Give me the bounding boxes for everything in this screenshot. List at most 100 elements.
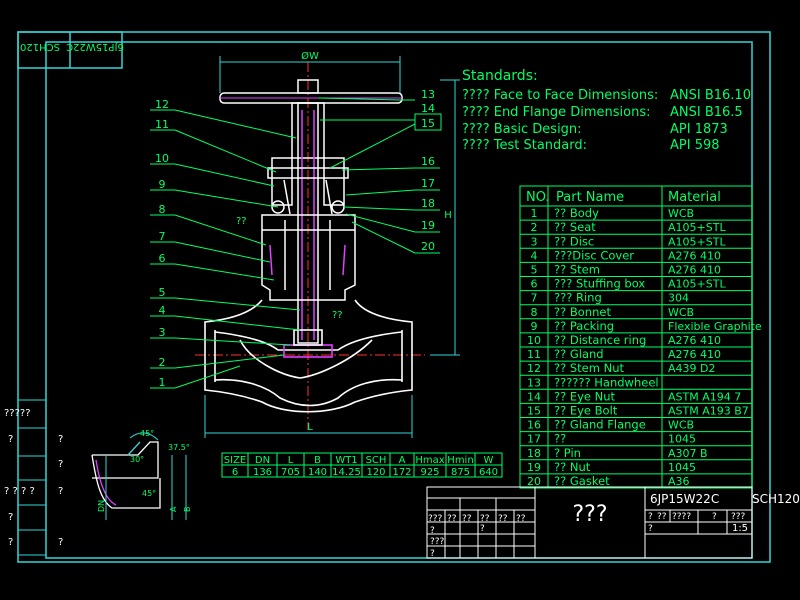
dim-table-value: 172 [392, 467, 411, 478]
callout-12: 12 [155, 98, 169, 111]
title-sch: SCH120 [752, 492, 800, 506]
parts-table-material: A439 D2 [668, 362, 716, 375]
parts-table-part-name: ?? Gland Flange [554, 418, 646, 432]
title-cell-3: ???? [672, 512, 691, 522]
parts-table-header: NO. [526, 190, 550, 205]
standards-label-2: ???? End Flange Dimensions: [462, 105, 651, 120]
title-grid-9: ??? [430, 537, 445, 547]
parts-table-no: 6 [531, 278, 538, 291]
parts-table-no: 17 [527, 433, 541, 446]
parts-table-no: 11 [527, 348, 541, 361]
parts-table-part-name: ?? Seat [554, 220, 596, 234]
parts-table-part-name: ???Disc Cover [554, 248, 634, 262]
callout-qmark-2: ?? [332, 310, 343, 321]
left-row-5: ? [8, 537, 13, 548]
weld-a: A [169, 506, 178, 512]
callout-11: 11 [155, 118, 169, 131]
parts-table-no: 4 [531, 249, 538, 262]
title-block: ??? 6JP15W22C SCH120 1:5 ? ?? ???? ? ???… [426, 486, 800, 559]
dim-table-header: DN [255, 455, 270, 466]
callout-17: 17 [421, 177, 435, 190]
parts-table-part-name: ??? Ring [554, 291, 602, 305]
parts-table-no: 12 [527, 362, 541, 375]
left-mark-3: ? [58, 486, 63, 497]
dim-table-header: W [484, 455, 494, 466]
dim-table-value: 640 [479, 467, 498, 478]
title-cell-1: ? [648, 512, 653, 522]
parts-table-part-name: ?? Eye Bolt [554, 404, 618, 418]
weld-dn: DN [97, 500, 106, 512]
parts-table-part-name: ?? Gasket [554, 474, 610, 488]
dim-table-value: 875 [451, 467, 470, 478]
weld-detail: 45° 37.5° 30° 45° DN A B [91, 429, 192, 520]
dim-table-header: WT1 [335, 455, 357, 466]
parts-table-material: Flexible Graphite [668, 320, 762, 333]
callout-7: 7 [159, 230, 166, 243]
title-grid-6: ?? [516, 514, 526, 524]
parts-table-no: 14 [527, 390, 541, 403]
title-scale: 1:5 [732, 523, 748, 534]
standards-value-4: API 598 [670, 138, 720, 153]
title-grid-1: ??? [428, 514, 443, 524]
left-row-1: ????? [4, 408, 31, 419]
callout-1: 1 [159, 376, 166, 389]
title-grid-8: ? [480, 524, 485, 534]
parts-table-part-name: ?? Gland [554, 347, 604, 361]
parts-table-part-name: ?? Nut [554, 460, 591, 474]
title-cell-5: ??? [731, 512, 746, 522]
dim-table-value: 925 [420, 467, 439, 478]
parts-table-material: A307 B [668, 447, 708, 460]
parts-table-part-name: ?? Packing [554, 319, 614, 333]
dim-table-value: 14.25 [332, 467, 361, 478]
dim-table-value: 136 [253, 467, 272, 478]
stamp-code: 6JP15W22C [66, 41, 124, 52]
stamp-sch: SCH120 [20, 41, 60, 52]
title-grid-3: ?? [462, 514, 472, 524]
parts-table-material: ASTM A194 7 [668, 390, 741, 403]
dim-table-header: Hmax [415, 455, 444, 466]
dim-table-value: 6 [232, 467, 238, 478]
callout-9: 9 [159, 178, 166, 191]
drawing-frame [17, 31, 771, 563]
dim-table-value: 140 [308, 467, 327, 478]
dim-table-value: 705 [281, 467, 300, 478]
parts-table-part-name: ?????? Handwheel [554, 375, 659, 389]
parts-table-part-name: ?? [554, 432, 566, 446]
callout-18: 18 [421, 197, 435, 210]
parts-table-no: 20 [527, 475, 541, 488]
callout-5: 5 [159, 286, 166, 299]
dim-table-header: SCH [366, 455, 387, 466]
parts-table-no: 2 [531, 221, 538, 234]
parts-table-no: 5 [531, 264, 538, 277]
parts-table-material: A276 410 [668, 249, 721, 262]
title-grid-5: ?? [498, 514, 508, 524]
parts-table-material: ASTM A193 B7 [668, 405, 749, 418]
standards: Standards: ???? Face to Face Dimensions:… [462, 68, 751, 153]
callout-2: 2 [159, 356, 166, 369]
callout-qmark-1: ?? [236, 216, 247, 227]
parts-table-part-name: ?? Body [554, 206, 599, 220]
parts-table-material: WCB [668, 419, 694, 432]
callout-15: 15 [421, 117, 435, 130]
callout-8: 8 [159, 203, 166, 216]
parts-table-material: A276 410 [668, 334, 721, 347]
callout-20: 20 [421, 240, 435, 253]
callout-16: 16 [421, 155, 435, 168]
parts-table-material: A105+STL [668, 278, 726, 291]
left-mark-4: ? [58, 537, 63, 548]
parts-table-no: 16 [527, 419, 541, 432]
title-grid-10: ? [430, 549, 435, 559]
parts-table-part-name: ?? Distance ring [554, 333, 646, 347]
parts-table-part-name: ??? Stuffing box [554, 277, 645, 291]
parts-table-material: WCB [668, 306, 694, 319]
title-grid-2: ?? [447, 514, 457, 524]
left-row-3: ? ? ? ? [4, 486, 35, 497]
parts-table-header: Part Name [556, 190, 624, 205]
title-cell-6: ? [648, 524, 653, 534]
standards-value-1: ANSI B16.10 [670, 88, 751, 103]
parts-table-part-name: ?? Bonnet [554, 305, 611, 319]
left-mark-2: ? [58, 459, 63, 470]
title-cell-4: ? [712, 512, 717, 522]
parts-table-no: 18 [527, 447, 541, 460]
left-row-4: ? [8, 512, 13, 523]
